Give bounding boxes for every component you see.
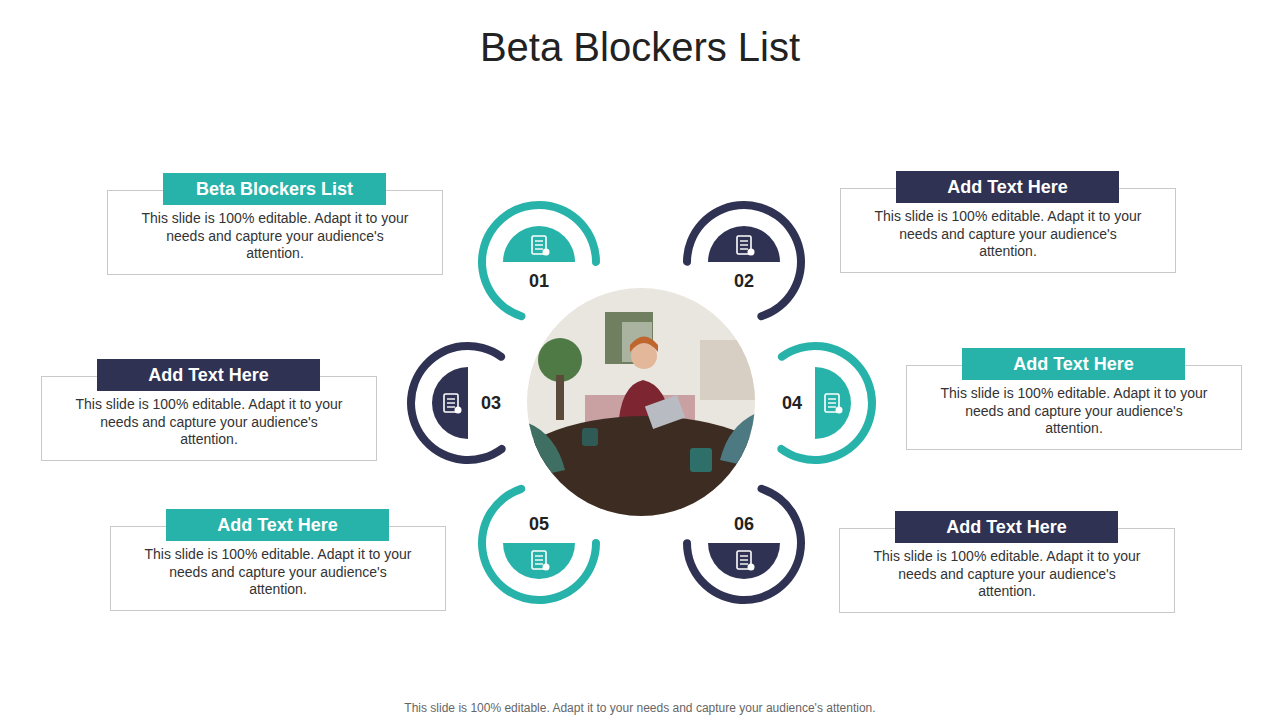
icon [737,551,755,571]
photo-person-right [720,410,765,470]
ring-shape [403,338,533,468]
half-disc [708,226,780,262]
ring-arc [683,485,805,604]
icon-line [740,244,748,245]
numbered-ring: 04 [750,338,880,468]
ring-shape [750,338,880,468]
callout-number: 01 [517,269,561,293]
icon-line [740,559,748,560]
icon-dot [748,564,755,571]
icon-dot [836,407,843,414]
icon [825,394,843,414]
ring-arc [478,201,600,320]
icon-line [447,406,455,407]
box-heading: Add Text Here [166,509,389,541]
icon-line [740,555,748,556]
box-body: This slide is 100% editable. Adapt it to… [873,208,1143,261]
ring-arc [683,201,805,320]
numbered-ring: 05 [474,478,604,608]
icon [532,551,550,571]
icon-line [535,248,543,249]
icon-line [535,563,543,564]
icon [737,236,755,256]
slide-title: Beta Blockers List [0,22,1280,72]
ring-shape [474,197,604,327]
icon-dot [455,407,462,414]
meeting-photo [505,285,785,540]
box-body: This slide is 100% editable. Adapt it to… [143,546,413,599]
numbered-ring: 02 [679,197,809,327]
icon [532,236,550,256]
ring-shape [474,478,604,608]
half-disc [708,543,780,579]
photo-cup [582,428,598,446]
icon-dot [543,249,550,256]
photo-plant-stem [556,375,564,420]
box-body: This slide is 100% editable. Adapt it to… [939,385,1209,438]
icon-line [447,398,455,399]
icon-line [828,398,836,399]
icon-line [535,240,543,241]
photo-face [631,343,657,369]
text-box: Add Text HereThis slide is 100% editable… [906,348,1242,450]
half-disc [503,543,575,579]
box-heading: Add Text Here [97,359,320,391]
photo-hair [630,337,658,353]
box-body: This slide is 100% editable. Adapt it to… [140,210,410,263]
photo-cup [690,448,712,472]
ring-arc [478,485,600,604]
icon [444,394,462,414]
callout-number: 03 [469,391,513,415]
icon-line [447,402,455,403]
half-disc [432,367,468,439]
photo-person-left [520,420,565,480]
photo-shelf [700,340,760,400]
text-box: Add Text HereThis slide is 100% editable… [840,171,1176,273]
box-body: This slide is 100% editable. Adapt it to… [74,396,344,449]
icon-dot [748,249,755,256]
callout-number: 02 [722,269,766,293]
text-box: Add Text HereThis slide is 100% editable… [41,359,377,461]
box-heading: Add Text Here [896,171,1119,203]
box-body: This slide is 100% editable. Adapt it to… [872,548,1142,601]
icon-line [535,559,543,560]
icon-line [740,248,748,249]
callout-number: 05 [517,512,561,536]
callout-number: 04 [770,391,814,415]
box-heading: Add Text Here [895,511,1118,543]
icon-line [828,406,836,407]
icon-line [828,402,836,403]
half-disc [815,367,851,439]
text-box: Beta Blockers ListThis slide is 100% edi… [107,173,443,275]
icon-line [535,555,543,556]
text-box: Add Text HereThis slide is 100% editable… [839,511,1175,613]
slide-caption: This slide is 100% editable. Adapt it to… [0,700,1280,716]
ring-shape [679,478,809,608]
numbered-ring: 06 [679,478,809,608]
box-heading: Add Text Here [962,348,1185,380]
callout-number: 06 [722,512,766,536]
icon-line [740,240,748,241]
icon-line [535,244,543,245]
icon-dot [543,564,550,571]
half-disc [503,226,575,262]
box-heading: Beta Blockers List [163,173,386,205]
icon-line [740,563,748,564]
numbered-ring: 03 [403,338,533,468]
numbered-ring: 01 [474,197,604,327]
ring-shape [679,197,809,327]
photo-laptop [645,395,685,429]
text-box: Add Text HereThis slide is 100% editable… [110,509,446,611]
